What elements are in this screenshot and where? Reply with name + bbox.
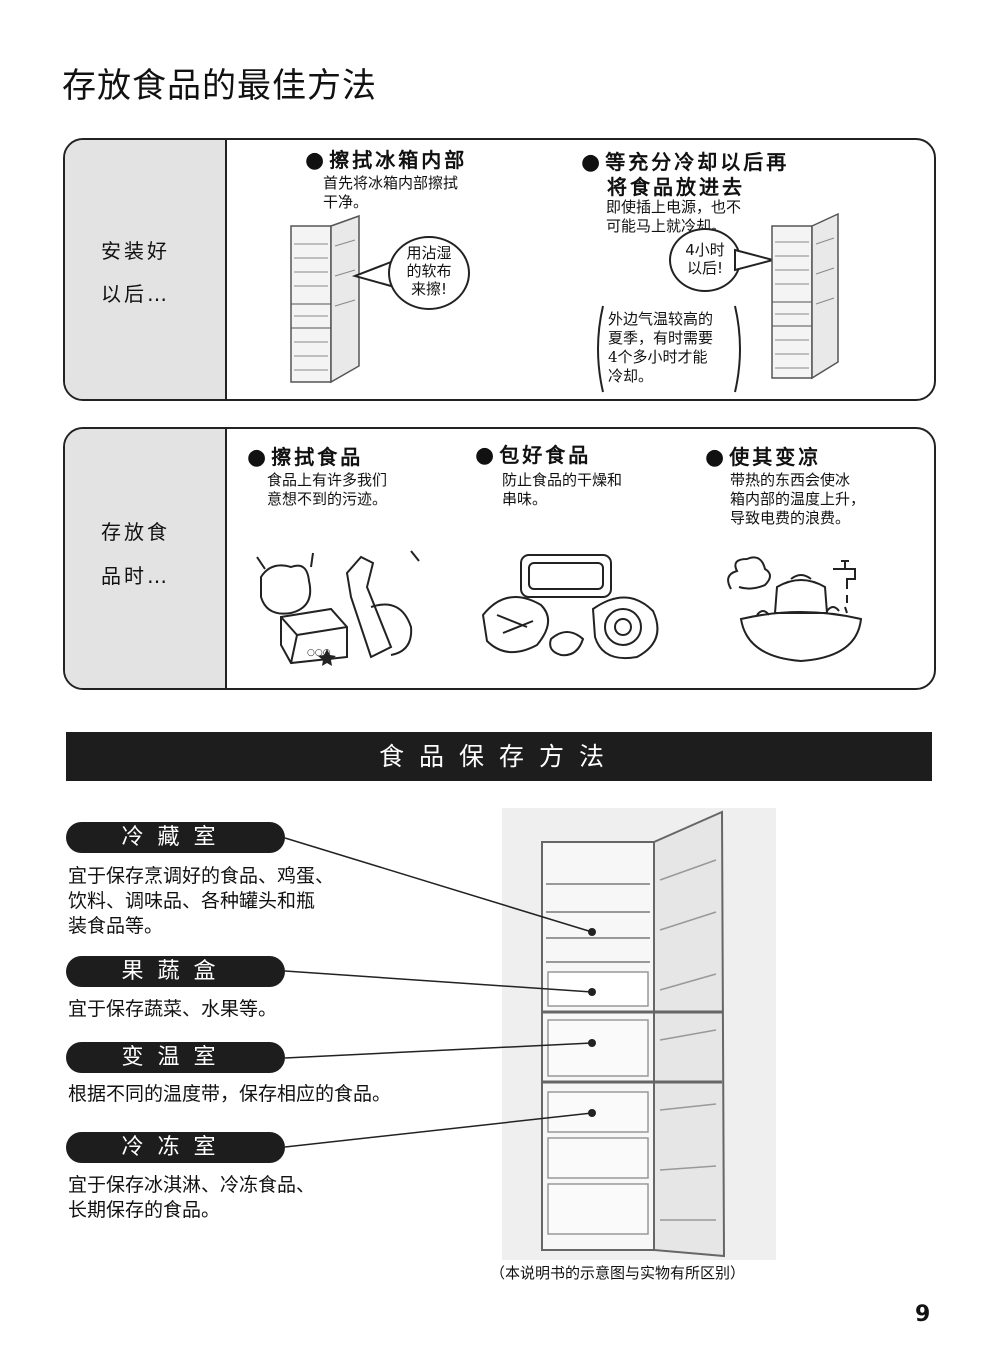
- panel-side-label-area: 存放食 品时…: [65, 429, 227, 688]
- page-number: 9: [915, 1302, 931, 1327]
- fridge-open-icon: [771, 212, 839, 380]
- compartment-label-refrigerator: 冷藏室: [66, 822, 285, 853]
- tip-wrap-food-title: ●包好食品: [475, 443, 592, 468]
- compartment-desc-variable-temp: 根据不同的温度带，保存相应的食品。: [68, 1083, 392, 1105]
- speech-bubble-wet-cloth: 用沾湿 的软布 来擦!: [388, 236, 470, 310]
- bullet-dot-icon: ●: [581, 150, 604, 175]
- note-parentheses: [597, 305, 741, 393]
- compartment-desc-crisper: 宜于保存蔬菜、水果等。: [68, 998, 278, 1020]
- speech-bubble-4-hours: 4小时 以后!: [669, 228, 741, 292]
- bullet-dot-icon: ●: [705, 445, 728, 470]
- bullet-dot-icon: ●: [475, 443, 498, 468]
- bullet-dot-icon: ●: [247, 445, 270, 470]
- side-label-line-2: 品时…: [101, 564, 170, 588]
- tip-cool-food-title: ●使其变凉: [705, 445, 822, 470]
- compartment-desc-refrigerator: 宜于保存烹调好的食品、鸡蛋、 饮料、调味品、各种罐头和瓶 装食品等。: [68, 865, 335, 937]
- svg-text:○○○: ○○○: [307, 648, 331, 658]
- page-title: 存放食品的最佳方法: [62, 66, 377, 106]
- tip-wipe-interior-desc: 首先将冰箱内部擦拭 干净。: [323, 174, 459, 211]
- section-title-bar: 食品保存方法: [66, 732, 932, 781]
- bullet-dot-icon: ●: [305, 148, 328, 173]
- compartment-label-freezer: 冷冻室: [66, 1132, 285, 1163]
- summer-cooling-note: 外边气温较高的 夏季，有时需要 4个多小时才能 冷却。: [608, 310, 714, 385]
- tip-cool-before-storing-title: ●等充分冷却以后再 将食品放进去: [581, 150, 790, 199]
- side-label-line-1: 安装好: [101, 239, 170, 263]
- fridge-open-icon: [290, 214, 360, 384]
- wiping-food-illustration-icon: ○○○: [256, 550, 420, 666]
- tip-wipe-interior-title: ●擦拭冰箱内部: [305, 148, 468, 173]
- panel-when-storing-food: 存放食 品时… ●擦拭食品 食品上有许多我们 意想不到的污迹。 ○○○ ●包好食…: [63, 427, 936, 690]
- compartment-label-variable-temp: 变温室: [66, 1042, 285, 1073]
- compartment-label-crisper: 果蔬盒: [66, 956, 285, 987]
- tip-wipe-food-title: ●擦拭食品: [247, 445, 364, 470]
- tip-wrap-food-desc: 防止食品的干燥和 串味。: [502, 471, 623, 508]
- wrapped-food-illustration-icon: [481, 554, 659, 659]
- cooling-pot-illustration-icon: [727, 556, 863, 663]
- side-label-line-2: 以后…: [101, 282, 170, 306]
- panel-after-installation: 安装好 以后… ●擦拭冰箱内部 首先将冰箱内部擦拭 干净。 用沾湿 的软布 来擦…: [63, 138, 936, 401]
- tip-cool-food-desc: 带热的东西会使冰 箱内部的温度上升， 导致电费的浪费。: [730, 471, 866, 527]
- tip-wipe-food-desc: 食品上有许多我们 意想不到的污迹。: [267, 471, 388, 508]
- bubble-tail-2: [734, 248, 777, 272]
- side-label-line-1: 存放食: [101, 520, 170, 544]
- compartment-desc-freezer: 宜于保存冰淇淋、冷冻食品、 长期保存的食品。: [68, 1174, 316, 1221]
- illustration-disclaimer: （本说明书的示意图与实物有所区别）: [490, 1264, 746, 1282]
- panel-side-label-area: 安装好 以后…: [65, 140, 227, 399]
